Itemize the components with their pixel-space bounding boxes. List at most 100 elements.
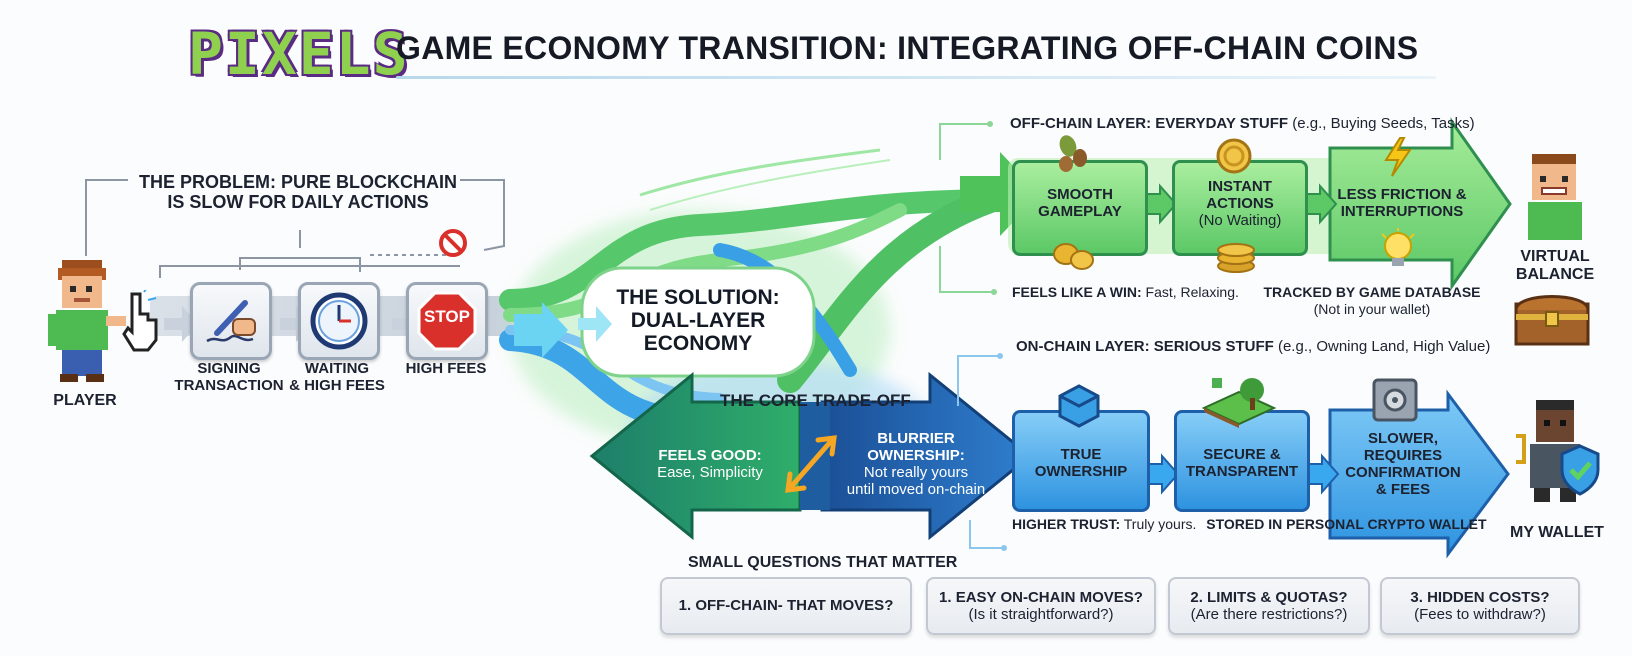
question-card-4: 3. HIDDEN COSTS? (Fees to withdraw?)	[1380, 577, 1580, 635]
offchain-footer-note: Fast, Relaxing.	[1145, 284, 1239, 300]
signing-step-box	[190, 282, 272, 360]
tradeoff-right-sub2: until moved on-chain	[846, 481, 986, 498]
flow-stream-green-1	[499, 189, 1021, 311]
pixels-logo: PIXELS	[188, 20, 410, 88]
high-fees-step-label: HIGH FEES	[400, 360, 492, 377]
friction-line1: LESS FRICTION &	[1337, 186, 1467, 203]
tradeoff-right-title2: OWNERSHIP:	[867, 447, 965, 464]
onchain-step-ownership	[1012, 410, 1150, 512]
virtual-balance-line2: BALANCE	[1515, 266, 1595, 283]
signing-step-label: SIGNING TRANSACTION	[170, 360, 288, 394]
solution-line3: ECONOMY	[643, 332, 753, 355]
waiting-step-box	[298, 282, 380, 360]
pen-hand-icon	[206, 300, 256, 343]
virtual-balance-label: VIRTUAL BALANCE	[1510, 248, 1600, 284]
coin-stack-icon	[1217, 243, 1255, 273]
offchain-step-friction-label: LESS FRICTION & INTERRUPTIONS	[1322, 186, 1482, 220]
offchain-end-arrow	[1328, 117, 1512, 291]
offchain-footer: FEELS LIKE A WIN: Fast, Relaxing.	[1012, 284, 1239, 300]
seeds-icon	[1059, 135, 1087, 172]
onchain-footer-bold: HIGHER TRUST:	[1012, 516, 1121, 532]
onchain-footer: HIGHER TRUST: Truly yours. STORED IN PER…	[1012, 516, 1487, 532]
tradeoff-left-text: FEELS GOOD: Ease, Simplicity	[640, 447, 780, 481]
ownership-line2: OWNERSHIP	[1034, 463, 1128, 480]
onchain-heading-bold: ON-CHAIN LAYER: SERIOUS STUFF	[1016, 338, 1274, 355]
question-2-note: (Is it straightforward?)	[968, 606, 1114, 623]
waiting-step-label: WAITING & HIGH FEES	[282, 360, 392, 394]
signing-label-line2: TRANSACTION	[174, 377, 284, 394]
question-card-3: 2. LIMITS & QUOTAS? (Are there restricti…	[1168, 577, 1370, 635]
virtual-balance-line1: VIRTUAL	[1520, 248, 1590, 265]
secure-line1: SECURE &	[1203, 446, 1281, 463]
offchain-footer-bold: FEELS LIKE A WIN:	[1012, 284, 1142, 300]
lightning-icon	[1384, 137, 1412, 177]
question-3-title: 2. LIMITS & QUOTAS?	[1190, 589, 1348, 606]
question-card-2: 1. EASY ON-CHAIN MOVES? (Is it straightf…	[926, 577, 1156, 635]
lightbulb-icon	[1381, 228, 1415, 266]
tracked-bold: TRACKED BY GAME DATABASE	[1263, 284, 1481, 300]
tracked-by-database: TRACKED BY GAME DATABASE (Not in your wa…	[1262, 284, 1482, 318]
onchain-step-ownership-label: TRUE OWNERSHIP	[1012, 446, 1150, 480]
safe-vault-icon	[1372, 378, 1418, 422]
signing-label-line1: SIGNING	[197, 360, 261, 377]
offchain-heading: OFF-CHAIN LAYER: EVERYDAY STUFF (e.g., B…	[1010, 115, 1475, 132]
onchain-heading-note: (e.g., Owning Land, High Value)	[1277, 338, 1491, 355]
solution-line2: DUAL-LAYER	[630, 309, 766, 332]
slower-line3: CONFIRMATION	[1345, 464, 1461, 481]
instant-line1: INSTANT	[1208, 178, 1272, 195]
tradeoff-right-text: BLURRIER OWNERSHIP: Not really yours unt…	[836, 430, 996, 498]
slower-line1: SLOWER,	[1368, 430, 1438, 447]
my-wallet-label: MY WALLET	[1510, 524, 1604, 541]
coin-icon	[1216, 138, 1252, 174]
treasure-chest-icon	[1514, 295, 1590, 346]
onchain-step-secure-label: SECURE & TRANSPARENT	[1174, 446, 1310, 480]
coins-icon	[1053, 243, 1094, 270]
stop-sign-icon	[417, 291, 477, 351]
onchain-stored: STORED IN PERSONAL CRYPTO WALLET	[1206, 516, 1487, 532]
high-fees-label-line1: HIGH FEES	[405, 360, 487, 377]
tradeoff-title: THE CORE TRADE-OFF	[720, 391, 911, 410]
swap-arrows-icon	[785, 435, 837, 493]
offchain-step-smooth-label: SMOOTH GAMEPLAY	[1012, 186, 1148, 220]
shield-check-icon	[1560, 444, 1600, 496]
blockchain-cube-icon	[1058, 384, 1100, 428]
smooth-line2: GAMEPLAY	[1038, 203, 1122, 220]
stop-sign-text: STOP	[424, 307, 470, 326]
player-label: PLAYER	[53, 392, 117, 409]
friction-line2: INTERRUPTIONS	[1340, 203, 1464, 220]
tradeoff-right-title1: BLURRIER	[877, 430, 955, 447]
onchain-heading: ON-CHAIN LAYER: SERIOUS STUFF (e.g., Own…	[1016, 338, 1490, 355]
solution-text: THE SOLUTION: DUAL-LAYER ECONOMY	[586, 286, 810, 355]
high-fees-step-box	[406, 282, 488, 360]
tradeoff-right-arrow	[820, 371, 1033, 541]
pointer-hand-icon	[122, 290, 158, 352]
question-2-title: 1. EASY ON-CHAIN MOVES?	[939, 589, 1143, 606]
question-4-title: 3. HIDDEN COSTS?	[1410, 589, 1550, 606]
offchain-heading-note: (e.g., Buying Seeds, Tasks)	[1292, 115, 1475, 132]
no-entry-icon	[439, 229, 467, 257]
offchain-heading-bold: OFF-CHAIN LAYER: EVERYDAY STUFF	[1010, 115, 1289, 132]
question-1-title: 1. OFF-CHAIN- THAT MOVES?	[678, 597, 894, 614]
page-title: GAME ECONOMY TRANSITION: INTEGRATING OFF…	[396, 30, 1419, 66]
problem-heading-line2: IS SLOW FOR DAILY ACTIONS	[167, 192, 429, 212]
ownership-line1: TRUE	[1060, 446, 1102, 463]
happy-player-avatar	[1528, 154, 1582, 240]
title-underline	[396, 76, 1436, 79]
problem-heading: THE PROBLEM: PURE BLOCKCHAIN IS SLOW FOR…	[128, 172, 468, 212]
onchain-footer-note: Truly yours.	[1123, 516, 1197, 532]
question-3-note: (Are there restrictions?)	[1190, 606, 1348, 623]
land-plot-icon	[1201, 378, 1277, 428]
tradeoff-right-sub1: Not really yours	[863, 464, 969, 481]
question-4-note: (Fees to withdraw?)	[1414, 606, 1546, 623]
secure-line2: TRANSPARENT	[1185, 463, 1299, 480]
tracked-note: (Not in your wallet)	[1313, 301, 1431, 317]
question-card-1: 1. OFF-CHAIN- THAT MOVES?	[660, 577, 912, 635]
slower-line2: REQUIRES	[1363, 447, 1443, 464]
player-avatar	[48, 260, 126, 382]
instant-line3: (No Waiting)	[1198, 212, 1282, 229]
tradeoff-left-sub: Ease, Simplicity	[657, 464, 763, 481]
offchain-step-instant-label: INSTANT ACTIONS (No Waiting)	[1172, 178, 1308, 229]
smooth-line1: SMOOTH	[1047, 186, 1113, 203]
clock-icon	[310, 292, 368, 350]
solution-line1: THE SOLUTION:	[616, 286, 780, 309]
